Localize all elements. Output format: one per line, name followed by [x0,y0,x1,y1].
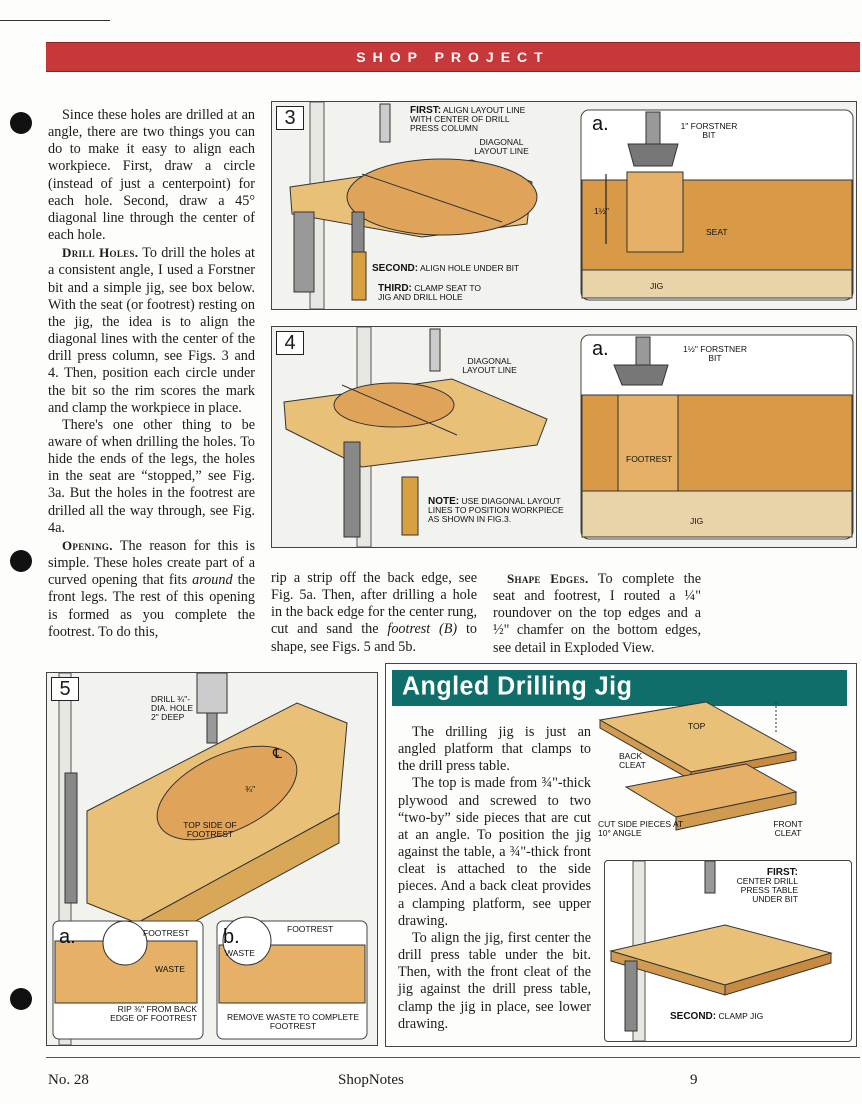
jig-lower-drawing [604,860,852,1042]
label-bold: SECOND: [670,1011,717,1022]
paragraph: Opening. The reason for this is simple. … [48,537,255,641]
paragraph: Drill Holes. To drill the holes at a con… [48,244,255,417]
figure-3: 3 FIRST: ALIGN LAYOUT LINE WITH CENTER O… [271,101,857,310]
label-footrest: FOOTREST [143,928,190,938]
run-in-head: Opening. [62,537,113,553]
figure-number: 4 [276,331,304,355]
text: to shape, see Figs. 5 and 5b. [271,621,477,655]
footer-page-number: 9 [690,1072,698,1088]
binder-hole [10,550,32,572]
banner-text: SHOP PROJECT [356,49,550,65]
label-bold: FIRST: [766,867,798,878]
run-in-head: Drill Holes. [62,245,139,261]
paragraph: Shape Edges. To complete the seat and fo… [493,570,701,657]
label-third: THIRD: CLAMP SEAT TO JIG AND DRILL HOLE [378,284,488,302]
emphasis: footrest (B) [387,621,458,638]
figure-4-drawing [283,327,854,547]
text: The reason for this is simple. These hol… [48,537,255,589]
jig-upper-drawing [596,692,851,852]
label-top-side: TOP SIDE OF FOOTREST [183,820,237,839]
label-footrest: FOOTREST [287,924,334,934]
run-in-head: Shape Edges. [507,571,589,586]
text: There's one other thing to be aware of w… [48,416,255,536]
label-diagonal: DIAGONAL LAYOUT LINE [462,356,517,375]
binder-hole [10,112,32,134]
text: To drill the holes at a consistent angle… [48,245,255,416]
text: The top is made from ¾"-thick plywood an… [398,775,591,929]
figure-5: 5 DRILL ¾"-DIA. HOLE 2" DEEP ℄ ¾" TOP SI… [46,672,378,1046]
label-text: CLAMP SEAT TO JIG AND DRILL HOLE [378,283,482,302]
text: To align the jig, first center the drill… [398,929,591,1032]
label-seat: SEAT [706,227,728,237]
column-2: rip a strip off the back edge, see Fig. … [271,570,477,656]
label-second: SECOND: CLAMP JIG [670,1011,800,1022]
sidebar-text: The drilling jig is just an angled platf… [398,724,591,1033]
label-bit: 1½" FORSTNER BIT [683,344,747,363]
label-remove: REMOVE WASTE TO COMPLETE FOOTREST [226,1012,360,1031]
label-bold: FIRST: [410,105,442,116]
label-drill: DRILL ¾"-DIA. HOLE 2" DEEP [151,694,194,722]
label-top: TOP [688,721,706,731]
label-text: CENTER DRILL PRESS TABLE UNDER BIT [736,876,798,904]
label-diagonal: DIAGONAL LAYOUT LINE [474,137,529,156]
label-waste: WASTE [225,948,255,958]
text: The drilling jig is just an angled platf… [398,724,591,775]
label-dimension: 1½" [594,206,609,216]
footer-issue: No. 28 [48,1072,89,1088]
paragraph: The top is made from ¾"-thick plywood an… [398,775,591,929]
footer-magazine: ShopNotes [338,1072,404,1088]
emphasis: around [192,572,233,589]
paragraph: To align the jig, first center the drill… [398,930,591,1033]
footer-rule [46,1057,860,1058]
figure-number: 5 [51,677,79,701]
label-bold: SECOND: [372,263,419,274]
label-bit: 1" FORSTNER BIT [680,121,738,140]
jig-exploded-drawing [598,701,798,831]
detail-letter: b. [223,926,240,948]
label-footrest: FOOTREST [626,454,673,464]
label-jig: JIG [650,281,664,291]
detail-letter: a. [592,338,609,360]
label-second: SECOND: ALIGN HOLE UNDER BIT [372,263,582,274]
text: To complete the seat and footrest, I rou… [493,571,701,656]
paragraph: rip a strip off the back edge, see Fig. … [271,570,477,656]
detail-letter: a. [592,113,609,135]
label-bold: THIRD: [378,283,412,294]
label-note: NOTE: USE DIAGONAL LAYOUT LINES TO POSIT… [428,497,568,524]
label-rip: RIP ⅜" FROM BACK EDGE OF FOOTREST [110,1004,197,1023]
paragraph: Since these holes are drilled at an angl… [48,107,255,244]
label-first: FIRST: ALIGN LAYOUT LINE WITH CENTER OF … [410,106,530,133]
column-1: Since these holes are drilled at an angl… [48,107,255,641]
sidebar-title: Angled Drilling Jig [402,671,633,701]
figure-4: 4 DIAGONAL LAYOUT LINE NOTE: USE DIAGONA… [271,326,857,548]
text: the front legs. The rest of this opening… [48,572,255,640]
label-text: CLAMP JIG [716,1011,764,1021]
paragraph: The drilling jig is just an angled platf… [398,724,591,775]
sidebar-title-bar: Angled Drilling Jig [392,670,847,706]
label-three-quarter: ¾" [245,784,256,794]
figure-3-drawing [289,102,854,309]
detail-letter: a. [59,926,76,948]
label-back-cleat: BACK CLEAT [619,751,646,770]
label-text: ALIGN HOLE UNDER BIT [418,263,520,273]
section-banner: SHOP PROJECT [46,42,860,72]
label-text: ALIGN LAYOUT LINE WITH CENTER OF DRILL P… [410,105,526,133]
column-3: Shape Edges. To complete the seat and fo… [493,570,701,657]
text: Since these holes are drilled at an angl… [48,107,255,244]
label-waste: WASTE [155,964,185,974]
label-first: FIRST:CENTER DRILL PRESS TABLE UNDER BIT [712,868,798,904]
label-side-pieces: CUT SIDE PIECES AT 10° ANGLE [598,819,684,838]
label-jig: JIG [690,516,704,526]
label-centerline: ℄ [273,745,282,761]
jig-clamp-drawing [609,861,833,1041]
figure-5-drawing [52,673,368,1045]
text: rip a strip off the back edge, see Fig. … [271,570,477,638]
label-front-cleat: FRONT CLEAT [773,819,803,838]
top-rule [0,20,110,21]
label-bold: NOTE: [428,496,460,507]
label-text: USE DIAGONAL LAYOUT LINES TO POSITION WO… [428,496,564,524]
paragraph: There's one other thing to be aware of w… [48,417,255,537]
binder-hole [10,988,32,1010]
figure-number: 3 [276,106,304,130]
